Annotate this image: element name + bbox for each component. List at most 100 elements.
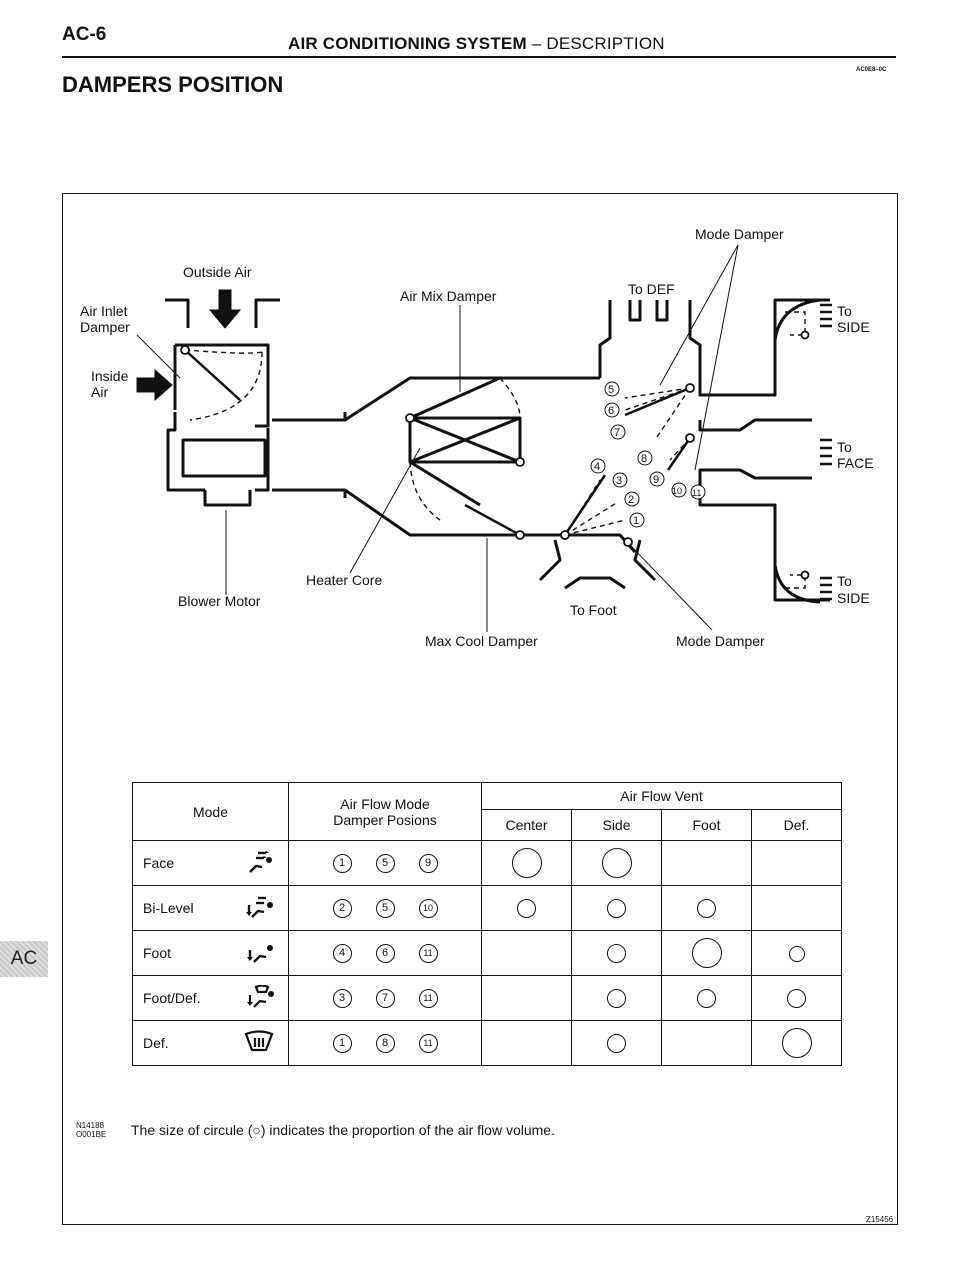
header-air-flow-vent: Air Flow Vent	[481, 782, 842, 810]
header-mode: Mode	[132, 782, 289, 841]
label-air-inlet-damper-2: Damper	[80, 319, 130, 335]
foot-def-vent-icon	[246, 984, 274, 1012]
damper-position: 1	[332, 1033, 352, 1053]
label-to-face-2: FACE	[837, 455, 874, 471]
mode-cell: Foot/Def.	[132, 975, 289, 1021]
header-def: Def.	[751, 809, 842, 841]
vent-foot-cell	[661, 1020, 752, 1066]
damper-position: 4	[332, 943, 352, 963]
label-to-side-bottom-1: To	[837, 573, 852, 589]
position-1: 1	[633, 515, 639, 527]
damper-position: 3	[332, 988, 352, 1008]
header-damper-positions: Air Flow Mode Damper Posions	[288, 782, 482, 841]
flow-volume-circle	[691, 938, 722, 968]
header-side: Side	[571, 809, 662, 841]
footnote-code-2: O001BE	[76, 1130, 107, 1139]
damper-mode-table: Mode Air Flow Mode Damper Posions Air Fl…	[132, 782, 842, 1066]
face-vent-icon	[246, 850, 274, 877]
label-to-side-top-1: To	[837, 303, 852, 319]
mode-cell: Def.	[132, 1020, 289, 1066]
label-to-side-top-2: SIDE	[837, 319, 870, 335]
flow-volume-circle	[607, 898, 626, 918]
vent-center-cell	[481, 1020, 572, 1066]
defroster-icon	[244, 1030, 274, 1057]
label-air-mix-damper: Air Mix Damper	[400, 288, 497, 304]
mode-cell: Bi-Level	[132, 885, 289, 931]
foot-vent-icon	[246, 940, 274, 967]
flow-volume-circle	[788, 945, 805, 962]
header-foot: Foot	[661, 809, 752, 841]
footnote-text: The size of circule (○) indicates the pr…	[131, 1122, 555, 1138]
vent-def-cell	[751, 975, 842, 1021]
position-4: 4	[594, 461, 600, 473]
position-11: 11	[692, 488, 701, 498]
footnote-code: N14188 O001BE	[76, 1121, 106, 1139]
label-to-side-bottom-2: SIDE	[837, 590, 870, 606]
mode-label: Foot	[143, 945, 172, 961]
page-number: AC-6	[62, 24, 107, 45]
label-inside-air-1: Inside	[91, 368, 129, 384]
position-2: 2	[628, 494, 634, 506]
flow-volume-circle	[607, 943, 626, 963]
position-6: 6	[608, 405, 614, 417]
vent-foot-cell	[661, 885, 752, 931]
damper-position: 11	[418, 943, 438, 963]
damper-diagram: Outside Air Air Inlet Damper Inside Air …	[80, 226, 874, 649]
mode-cell: Face	[132, 840, 289, 886]
damper-position: 8	[375, 1033, 395, 1053]
vent-def-cell	[751, 930, 842, 976]
vent-def-cell	[751, 840, 842, 886]
vent-foot-cell	[661, 930, 752, 976]
table-row: Foot 4 6 11	[132, 930, 842, 976]
damper-position: 6	[375, 943, 395, 963]
label-outside-air: Outside Air	[183, 264, 252, 280]
mode-label: Face	[143, 855, 175, 871]
header-damper-line-2: Damper Posions	[333, 811, 437, 828]
mode-label: Foot/Def.	[143, 990, 201, 1006]
damper-position: 11	[418, 1033, 438, 1053]
vent-center-cell	[481, 885, 572, 931]
flow-volume-circle	[787, 988, 806, 1008]
damper-position: 5	[375, 853, 395, 873]
vent-side-cell	[571, 840, 662, 886]
position-9: 9	[653, 474, 659, 486]
label-mode-damper-bottom: Mode Damper	[676, 633, 765, 649]
section-tab: AC	[0, 941, 48, 977]
vent-center-cell	[481, 975, 572, 1021]
flow-volume-circle	[697, 988, 716, 1008]
label-max-cool-damper: Max Cool Damper	[425, 633, 538, 649]
damper-position: 7	[375, 988, 395, 1008]
header-separator: –	[531, 34, 542, 53]
damper-positions-cell: 4 6 11	[288, 930, 482, 976]
label-to-def: To DEF	[628, 281, 675, 297]
mode-label: Bi-Level	[143, 900, 194, 916]
damper-position: 1	[332, 853, 352, 873]
damper-position: 2	[332, 898, 352, 918]
flow-volume-circle	[607, 988, 626, 1008]
vent-side-cell	[571, 885, 662, 931]
figure-code: Z15456	[866, 1215, 894, 1224]
mode-label: Def.	[143, 1035, 169, 1051]
flow-volume-circle	[601, 848, 632, 878]
header-damper-line-1: Air Flow Mode	[340, 795, 430, 812]
damper-position: 10	[418, 898, 438, 918]
mode-cell: Foot	[132, 930, 289, 976]
header-section: DESCRIPTION	[546, 34, 665, 53]
label-inside-air-2: Air	[91, 384, 108, 400]
vent-foot-cell	[661, 840, 752, 886]
label-to-foot: To Foot	[570, 602, 617, 618]
bi-level-vent-icon	[246, 895, 274, 922]
flow-volume-circle	[517, 898, 536, 918]
footnote-code-1: N14188	[76, 1121, 105, 1130]
flow-volume-circle	[697, 898, 716, 918]
page-title: DAMPERS POSITION	[62, 72, 284, 97]
label-blower-motor: Blower Motor	[178, 593, 261, 609]
vent-foot-cell	[661, 975, 752, 1021]
